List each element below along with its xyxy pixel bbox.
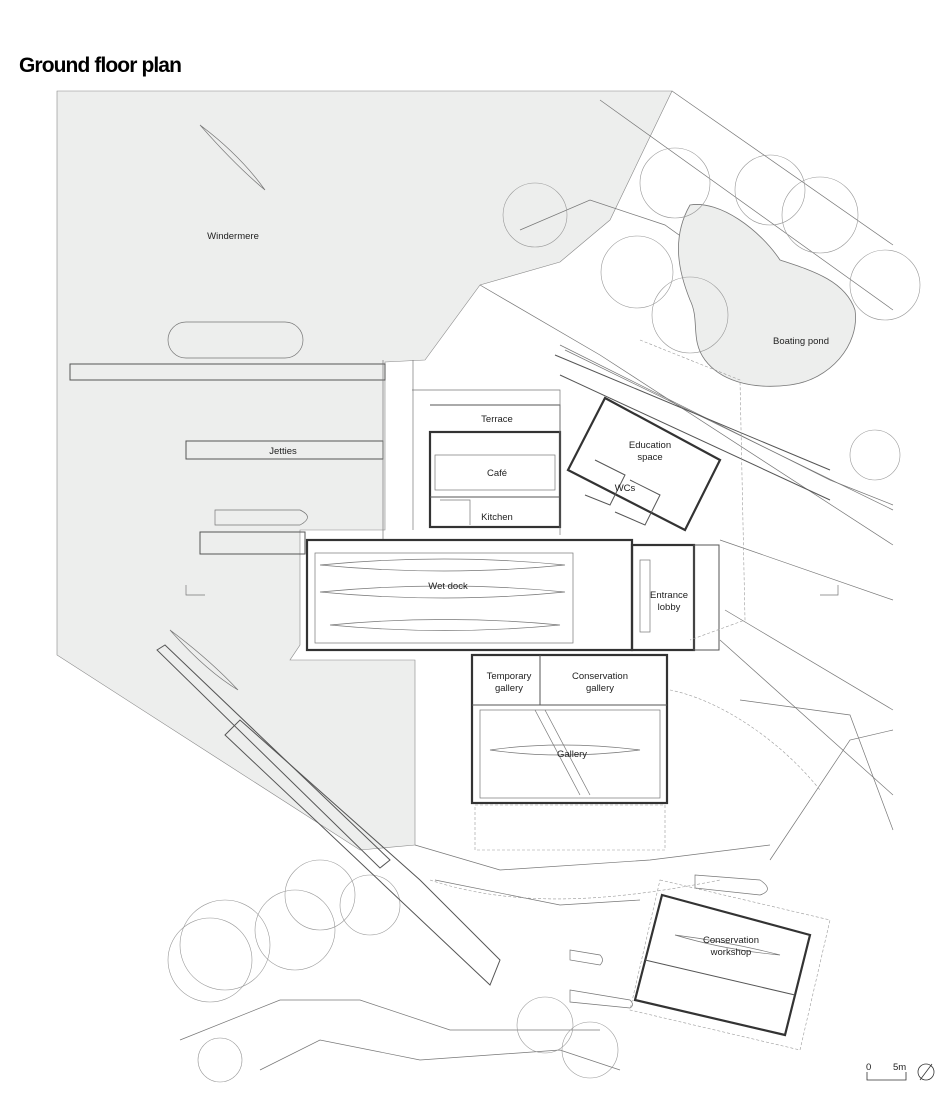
label-boating-pond: Boating pond [773, 336, 829, 347]
label-conservation-workshop-line2: workshop [710, 947, 752, 958]
label-entrance-lobby-line2: lobby [658, 602, 681, 613]
label-conservation-gallery-line1: Conservation [572, 671, 628, 682]
label-terrace: Terrace [481, 414, 513, 425]
boating-pond [678, 204, 856, 387]
label-conservation-gallery-line2: gallery [586, 683, 614, 694]
label-education-space-line2: space [637, 452, 662, 463]
label-conservation-workshop-line1: Conservation [703, 935, 759, 946]
scale-start: 0 [866, 1062, 871, 1073]
scale-end: 5m [893, 1062, 906, 1073]
page-title: Ground floor plan [19, 54, 182, 77]
lake-windermere [56, 90, 673, 851]
scale-bar: 0 5m [866, 1062, 907, 1081]
label-cafe: Café [487, 468, 507, 479]
label-temporary-gallery-line1: Temporary [487, 671, 532, 682]
label-windermere: Windermere [207, 231, 259, 242]
label-wcs: WCs [615, 483, 636, 494]
label-gallery: Gallery [557, 749, 587, 760]
label-wet-dock: Wet dock [428, 581, 468, 592]
label-temporary-gallery-line2: gallery [495, 683, 523, 694]
label-education-space-line1: Education [629, 440, 671, 451]
north-arrow-icon [917, 1063, 935, 1081]
label-kitchen: Kitchen [481, 512, 513, 523]
label-jetties: Jetties [269, 446, 297, 457]
trees [167, 147, 921, 1083]
label-entrance-lobby-line1: Entrance [650, 590, 688, 601]
